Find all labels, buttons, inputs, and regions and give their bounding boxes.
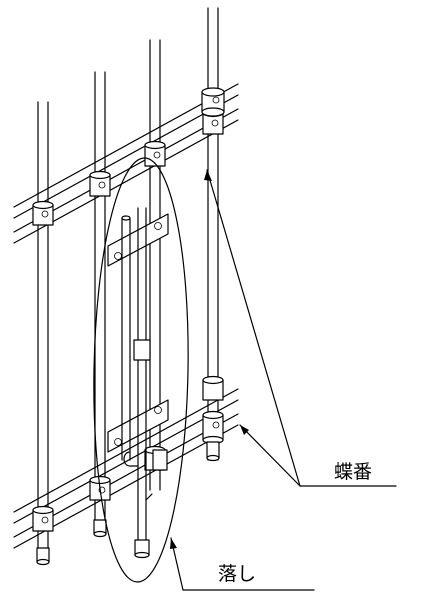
hinge-leader [204,169,397,487]
fence-bar-2 [94,71,106,521]
lower-hinge [202,375,224,462]
lower-collars [32,445,166,532]
fence-bar-1 [37,101,49,549]
upper-hinge [201,87,225,117]
bar-feet [36,519,107,566]
drop-bolt-leader [170,537,315,591]
drop-bolt-highlight [93,157,189,583]
hinge-label: 蝶番 [334,461,373,483]
upper-collars [32,108,224,226]
drop-bolt-label: 落し [218,563,257,585]
drop-bolt-assembly [107,207,169,559]
